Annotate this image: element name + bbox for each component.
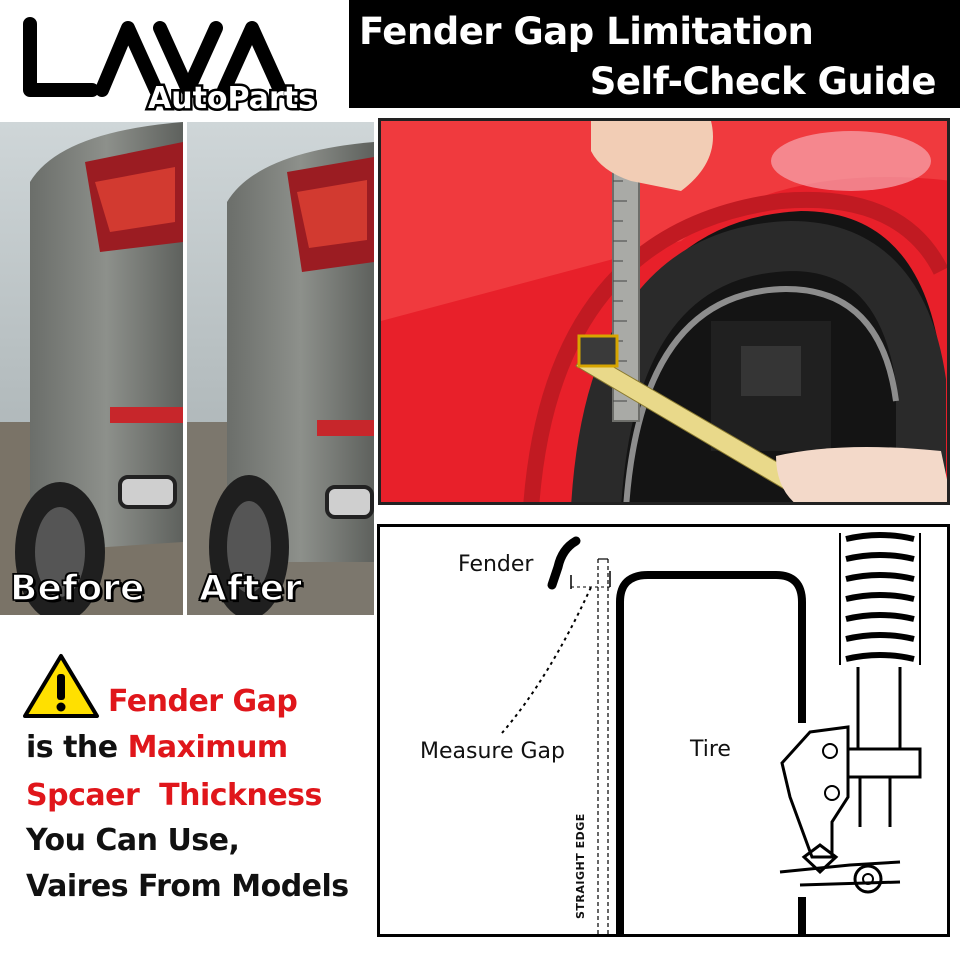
- fender-shape: [547, 536, 581, 590]
- measuring-photo: [378, 118, 950, 505]
- warning-line-3: Spcaer Thickness: [26, 778, 322, 813]
- page-title-line-1: Fender Gap Limitation: [359, 10, 814, 53]
- brand-logo: AutoParts: [10, 6, 340, 119]
- warning-line-4: You Can Use,: [26, 823, 240, 858]
- fender-label: Fender: [458, 552, 534, 577]
- tire-label: Tire: [690, 737, 731, 762]
- warning-line-5: Vaires From Models: [26, 869, 349, 904]
- fender-gap-diagram: Fender Measure Gap Tire STRAIGHT EDGE: [377, 524, 950, 937]
- warning-line-2: is the Maximum: [26, 730, 288, 765]
- logo-subtitle: AutoParts: [148, 81, 316, 114]
- warning-icon: [23, 654, 99, 718]
- page-title-line-2: Self-Check Guide: [589, 60, 937, 103]
- warning-line-1: Fender Gap: [108, 684, 298, 719]
- measure-gap-label: Measure Gap: [420, 739, 565, 764]
- before-label: Before: [9, 567, 145, 610]
- after-label: After: [198, 567, 302, 610]
- warning-line-2-prefix: is the: [26, 730, 128, 765]
- warning-line-2-highlight: Maximum: [127, 730, 289, 765]
- before-photo: Before: [0, 122, 183, 615]
- title-banner: Fender Gap Limitation Self-Check Guide: [349, 0, 960, 108]
- straight-edge-label: STRAIGHT EDGE: [574, 813, 587, 919]
- after-photo: After: [187, 122, 374, 615]
